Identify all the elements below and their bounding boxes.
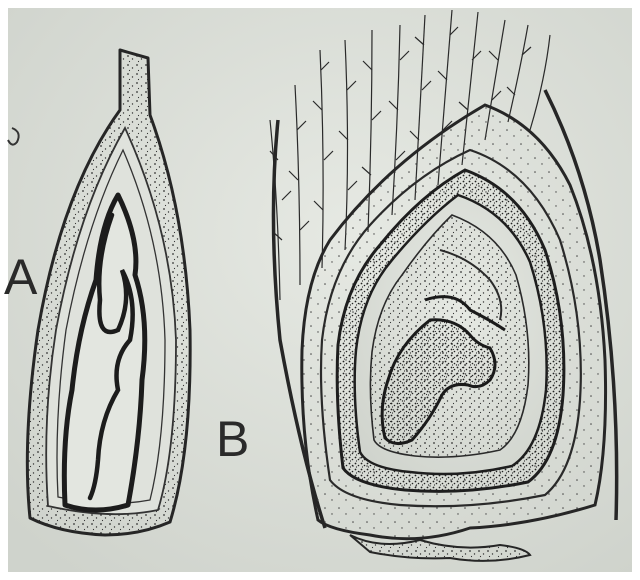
label-b: B: [216, 411, 249, 467]
label-a: A: [4, 249, 38, 305]
